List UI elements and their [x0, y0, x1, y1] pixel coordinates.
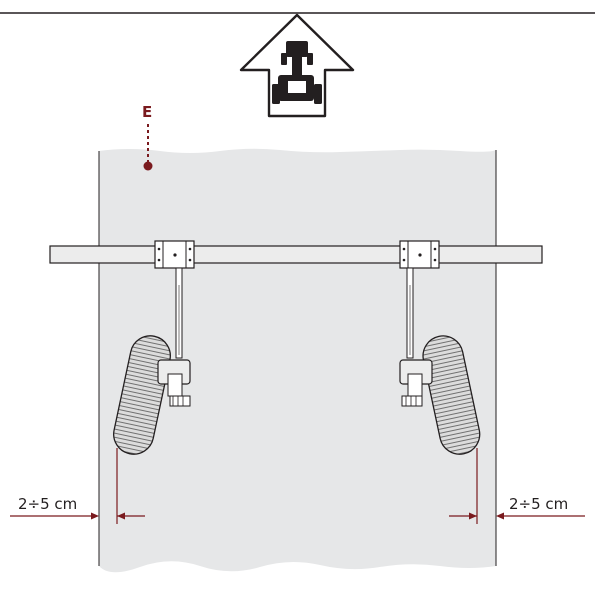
marker-e: E: [142, 103, 153, 171]
toolbar-beam: [49, 245, 543, 264]
marker-e-label: E: [142, 103, 152, 121]
left-gauge-wheel-assembly: [113, 240, 195, 455]
left-dimension-label: 2÷5 cm: [18, 495, 77, 513]
right-gauge-wheel-assembly: [399, 240, 481, 455]
left-dimension: 2÷5 cm: [10, 448, 145, 524]
right-dimension-label: 2÷5 cm: [509, 495, 568, 513]
right-dimension: 2÷5 cm: [449, 448, 585, 524]
tractor-direction-icon: [239, 13, 355, 118]
